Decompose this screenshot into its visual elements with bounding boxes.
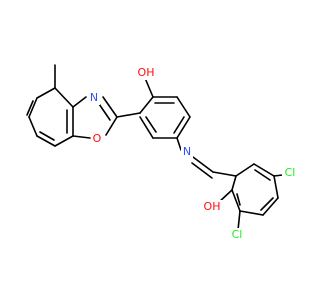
svg-text:Cl: Cl [232, 228, 243, 241]
structure-canvas: OH N O N OH Cl Cl [26, 64, 299, 242]
dichlorophenol-ring [212, 163, 292, 231]
atom-label-imine-n: N [181, 145, 193, 159]
atom-label-oh-bottom: OH [202, 200, 223, 214]
atom-label-cl-bottom: Cl [228, 228, 246, 242]
svg-text:N: N [90, 91, 98, 104]
svg-text:OH: OH [204, 200, 221, 213]
imine-linker [176, 137, 214, 179]
svg-text:N: N [183, 145, 191, 158]
benzoxazole-benzene-ring [26, 87, 74, 147]
atom-label-oxazole-n: N [89, 91, 100, 105]
svg-text:OH: OH [138, 66, 155, 79]
atom-label-oxazole-o: O [91, 132, 104, 146]
svg-text:O: O [93, 132, 102, 145]
atom-label-oh-top: OH [136, 66, 156, 80]
svg-text:Cl: Cl [285, 166, 296, 179]
central-phenol-ring [116, 77, 191, 139]
molecule-drawing: OH N O N OH Cl Cl [26, 64, 299, 242]
oxazole-ring [72, 96, 118, 139]
atom-label-cl-right: Cl [282, 166, 299, 180]
